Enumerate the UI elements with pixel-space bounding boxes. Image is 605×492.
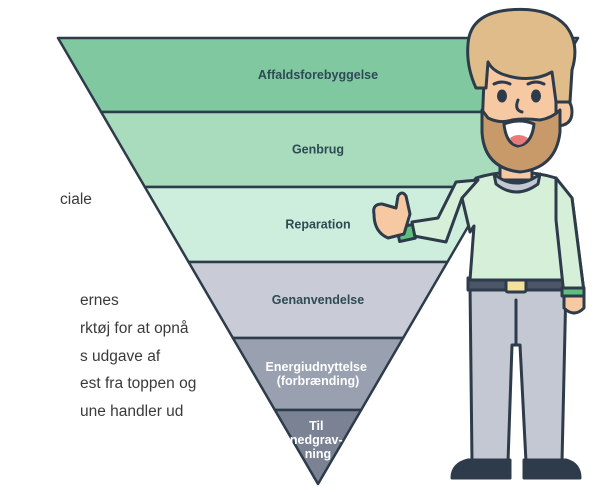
man-illustration	[372, 7, 586, 480]
tier-label: Genanvendelse	[272, 293, 364, 307]
left-eyebrow	[492, 80, 512, 86]
nose	[515, 98, 524, 114]
right-eyebrow	[526, 80, 546, 86]
pants	[468, 283, 568, 464]
tier-label: Genbrug	[292, 143, 344, 157]
tongue	[510, 135, 528, 145]
tier-band	[273, 408, 363, 486]
tier-til-nedgravning: Til nedgrav- ning	[273, 408, 363, 486]
tier-label: Reparation	[285, 218, 350, 232]
tier-affaldsforebyggelse: Affaldsforebyggelse	[56, 36, 580, 114]
tier-label: Affaldsforebyggelse	[258, 68, 378, 82]
tier-genanvendelse: Genanvendelse	[187, 260, 449, 340]
right-eye	[531, 89, 541, 103]
left-hand	[372, 191, 412, 240]
hair	[466, 7, 577, 104]
left-shoe	[450, 458, 512, 480]
left-eye	[497, 89, 507, 103]
right-hand	[562, 294, 586, 315]
tier-genbrug: Genbrug	[99, 110, 537, 189]
tier-label: Til nedgrav- ning	[290, 419, 346, 461]
right-shoe	[522, 458, 582, 480]
tier-label: Energiudnyttelse (forbrænding)	[266, 360, 371, 388]
waste-hierarchy-pyramid: Affaldsforebyggelse Genbrug Reparation G…	[56, 36, 580, 486]
tier-energiudnyttelse: Energiudnyttelse (forbrænding)	[231, 336, 405, 412]
collar	[492, 172, 542, 194]
